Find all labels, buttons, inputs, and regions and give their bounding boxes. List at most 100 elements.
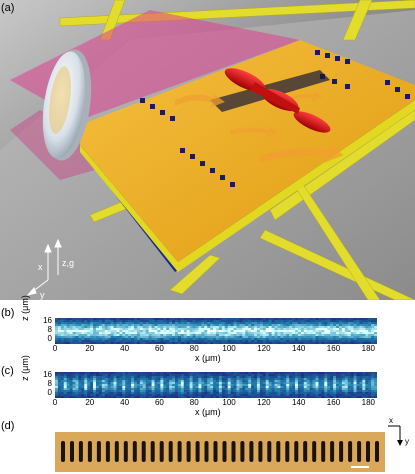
heatmap-cell xyxy=(81,336,85,339)
heatmap-cell xyxy=(368,334,372,337)
heatmap-cell xyxy=(242,378,246,381)
heatmap-cell xyxy=(365,388,369,391)
heatmap-cell xyxy=(98,332,103,335)
heatmap-cell xyxy=(90,372,94,375)
heatmap-cell xyxy=(207,328,211,331)
heatmap-cell xyxy=(327,338,331,341)
heatmap-cell xyxy=(180,396,185,398)
heatmap-cell xyxy=(271,330,275,333)
heatmap-cell xyxy=(157,378,161,381)
heatmap-cell xyxy=(186,374,191,377)
heatmap-cell xyxy=(239,330,243,333)
heatmap-cell xyxy=(362,382,366,385)
heatmap-cell xyxy=(309,386,313,389)
heatmap-cell xyxy=(333,322,337,325)
heatmap-cell xyxy=(236,378,240,381)
heatmap-cell xyxy=(312,328,316,331)
heatmap-cell xyxy=(368,330,372,333)
heatmap-cell xyxy=(292,318,296,321)
heatmap-cell xyxy=(286,318,290,321)
heatmap-cell xyxy=(315,338,319,341)
heatmap-cell xyxy=(207,332,211,335)
heatmap-cell xyxy=(125,392,129,395)
heatmap-cell xyxy=(180,332,185,335)
heatmap-cell xyxy=(172,332,176,335)
heatmap-cell xyxy=(353,390,357,393)
heatmap-cell xyxy=(72,374,76,377)
heatmap-cell xyxy=(154,338,158,341)
heatmap-cell xyxy=(93,372,97,375)
heatmap-cell xyxy=(122,326,126,329)
membrane-edge-right xyxy=(178,100,415,272)
heatmap-cell xyxy=(239,328,243,331)
heatmap-cell xyxy=(142,376,147,379)
heatmap-cell xyxy=(160,390,164,393)
xtick-label: 80 xyxy=(189,344,199,353)
heatmap-cell xyxy=(93,388,97,391)
heatmap-cell xyxy=(374,378,377,381)
heatmap-cell xyxy=(274,394,278,397)
heatmap-cell xyxy=(119,382,123,385)
heatmap-cell xyxy=(365,342,369,344)
heatmap-cell xyxy=(336,318,340,321)
heatmap-cell xyxy=(213,374,217,377)
heatmap-cell xyxy=(183,340,188,343)
heatmap-cell xyxy=(136,388,141,391)
heatmap-cell xyxy=(210,332,214,335)
heatmap-cell xyxy=(283,318,287,321)
heatmap-cell xyxy=(148,378,152,381)
heatmap-cell xyxy=(274,324,278,327)
heatmap-cell xyxy=(297,376,302,379)
heatmap-cell xyxy=(274,372,278,375)
slot xyxy=(61,441,65,462)
heatmap-cell xyxy=(72,382,76,385)
heatmap-cell xyxy=(198,320,202,323)
heatmap-cell xyxy=(365,372,369,375)
heatmap-cell xyxy=(338,342,343,344)
heatmap-cell xyxy=(186,328,191,331)
heatmap-cell xyxy=(300,324,305,327)
heatmap-cell xyxy=(365,328,369,331)
heatmap-cell xyxy=(330,340,334,343)
heatmap-cell xyxy=(186,318,191,321)
heatmap-cell xyxy=(224,380,229,383)
heatmap-cell xyxy=(268,386,273,389)
heatmap-cell xyxy=(224,334,229,337)
heatmap-cell xyxy=(78,336,82,339)
panel-b-heatmap xyxy=(55,318,377,344)
heatmap-cell xyxy=(183,372,188,375)
heatmap-cell xyxy=(84,340,88,343)
heatmap-cell xyxy=(166,372,170,375)
heatmap-cell xyxy=(81,326,85,329)
heatmap-cell xyxy=(104,322,109,325)
heatmap-cell xyxy=(230,378,234,381)
heatmap-cell xyxy=(280,372,284,375)
heatmap-cell xyxy=(312,322,316,325)
heatmap-cell xyxy=(265,390,270,393)
heatmap-cell xyxy=(318,322,322,325)
heatmap-cell xyxy=(315,392,319,395)
heatmap-cell xyxy=(280,388,284,391)
heatmap-cell xyxy=(318,380,322,383)
heatmap-cell xyxy=(218,382,223,385)
heatmap-cell xyxy=(119,390,123,393)
heatmap-cell xyxy=(119,378,123,381)
heatmap-cell xyxy=(107,328,112,331)
heatmap-cell xyxy=(259,318,264,321)
heatmap-cell xyxy=(198,378,202,381)
heatmap-cell xyxy=(204,332,208,335)
heatmap-cell xyxy=(69,334,73,337)
heatmap-cell xyxy=(336,390,340,393)
heatmap-cell xyxy=(122,390,126,393)
slot xyxy=(159,441,164,462)
heatmap-cell xyxy=(362,384,366,387)
heatmap-cell xyxy=(371,324,375,327)
heatmap-cell xyxy=(318,324,322,327)
heatmap-cell xyxy=(374,318,377,321)
heatmap-cell xyxy=(289,380,293,383)
heatmap-cell xyxy=(93,340,97,343)
heatmap-cell xyxy=(169,382,173,385)
xtick-label: 120 xyxy=(257,398,271,407)
heatmap-cell xyxy=(344,380,349,383)
heatmap-cell xyxy=(265,332,270,335)
